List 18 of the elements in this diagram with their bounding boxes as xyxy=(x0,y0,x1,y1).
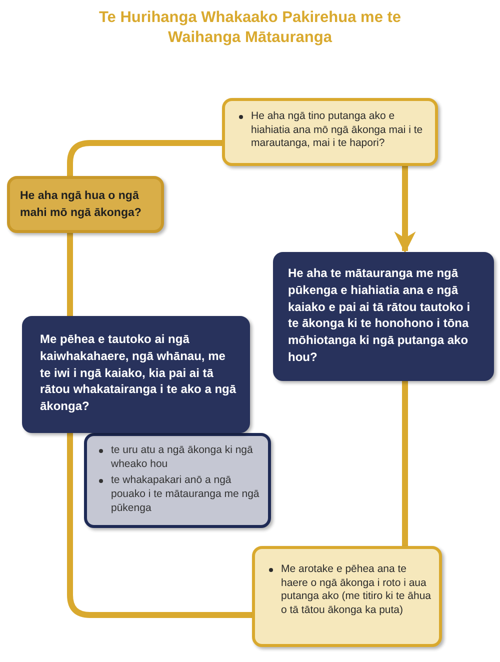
connector-line xyxy=(402,381,408,546)
connector-line xyxy=(67,140,222,176)
connector-line xyxy=(394,166,416,254)
bullet-text: te whakapakari anō a ngā pouako i te mātauranga me ngā pūkenga xyxy=(111,474,260,516)
note-box xyxy=(252,546,442,647)
question-box xyxy=(7,176,164,233)
title: Te Hurihanga Whakaako Pakirehua me te Waihanga Mātauranga xyxy=(98,8,402,48)
question-text: Me pēhea e tautoko ai ngā kaiwhakahaere, ngā whānau, me te iwi i ngā kaiako, kia pai ai tā rātou whakatairanga i te ako a ngā ākonga? xyxy=(40,331,238,415)
bullet-text: Me arotake e pēhea ana te haere o ngā ākonga i roto i aua putanga ako (me titiro ki te āhua o tā tātou ākonga ka puta) xyxy=(281,563,431,618)
note-box xyxy=(84,433,271,528)
question-box xyxy=(273,252,494,381)
question-text: He aha ngā hua o ngā mahi mō ngā ākonga? xyxy=(20,189,142,220)
question-box xyxy=(22,316,250,433)
note-box xyxy=(222,98,438,166)
bullet-text: He aha ngā tino putanga ako e hiahiatia ana mō ngā ākonga mai i te marautanga, mai i te hapori? xyxy=(251,110,424,151)
question-text: He aha te mātauranga me ngā pūkenga e hiahiatia ana e ngā kaiako e pai ai tā rātou tautoko i te ākonga ki te honohono i tōna mōhiotanga ki ngā putanga ako hou? xyxy=(288,265,472,366)
connector-line xyxy=(67,433,252,618)
connector-line xyxy=(67,233,73,316)
